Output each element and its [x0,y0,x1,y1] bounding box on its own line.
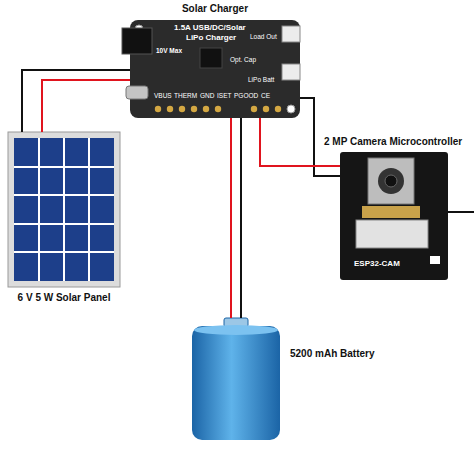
mount-hole [287,105,295,113]
pin-name: PGOOD [234,92,258,99]
cell-grid [14,138,114,281]
dc-jack [122,28,152,54]
fpc-connector [356,220,428,248]
wire [448,211,474,213]
pin-name: GND [200,92,214,99]
jst-connector [282,26,300,42]
wire [42,80,130,132]
charger-board: Solar Charger1.5A USB/DC/SolarLiPo Charg… [130,20,300,118]
battery-label: 5200 mAh Battery [290,348,374,359]
chip [200,48,222,68]
ribbon-cable [362,206,420,218]
panel-heading: 6 V 5 W Solar Panel [18,292,111,303]
pad-row [155,106,281,112]
pin-name: VBUS [154,92,172,99]
wire-pair [22,70,130,132]
solar-panel-art [8,132,120,287]
silk-label: LiPo Charger [186,34,236,43]
lens [385,175,397,187]
panel-frame [8,132,120,287]
wire [240,118,242,318]
charger-art [122,20,300,118]
silk-label: Load Out [250,33,277,40]
lens [378,168,404,194]
battery-rim [194,325,278,335]
battery-body [192,326,280,440]
pcb [340,152,448,280]
battery-cell: 5200 mAh Battery [192,318,280,440]
silk-label: 10V Max [156,47,182,54]
panel-cells [14,138,114,281]
camera-module [368,158,414,204]
silk-label: LiPo Batt [248,76,274,83]
pcb [130,20,300,118]
silk-label: Opt. Cap [230,56,256,63]
esp32-art [340,152,474,280]
pin-name: THERM [174,92,197,99]
wire-pair [231,118,241,318]
solar-panel: 6 V 5 W Solar Panel [8,132,120,287]
flash-led [430,256,440,264]
silk-label: 1.5A USB/DC/Solar [174,24,246,33]
battery-art [192,318,280,440]
usb-c-port [126,86,148,99]
board-heading: 2 MP Camera Microcontroller [324,136,462,147]
wire [22,70,130,132]
wire [230,118,232,318]
board-heading: Solar Charger [182,3,248,14]
jst-connector [282,64,300,80]
pin-name: ISET [217,92,231,99]
silk-label: ESP32-CAM [354,260,400,269]
pin-name: CE [261,92,270,99]
esp32-cam-board: 2 MP Camera MicrocontrollerESP32-CAM [340,152,448,280]
